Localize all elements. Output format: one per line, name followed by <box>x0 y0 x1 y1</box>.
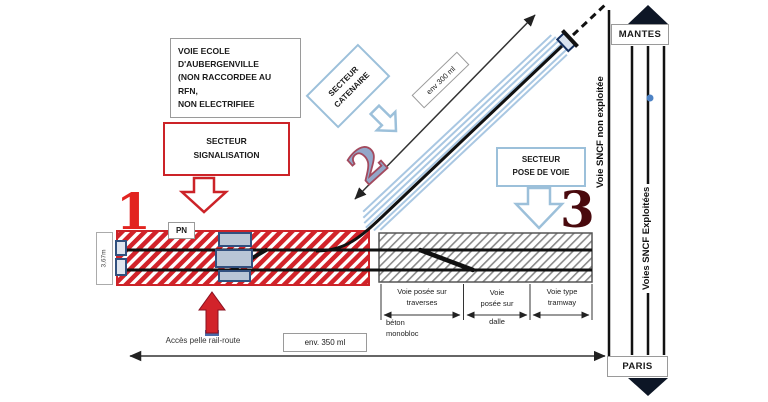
sector-signalisation-label: SECTEUR SIGNALISATION <box>193 136 260 160</box>
sector-signalisation-box: SECTEUR SIGNALISATION <box>163 122 290 176</box>
blue-marker-dot <box>646 94 654 102</box>
destination-paris-box: PARIS <box>607 356 668 377</box>
track-type-spans <box>380 284 593 320</box>
track-type-2-label-below: dalle <box>489 317 505 326</box>
zone-numeral-3: 3 <box>560 180 595 239</box>
diagonal-rail <box>315 44 564 253</box>
title-box: VOIE ECOLE D'AUBERGENVILLE (NON RACCORDE… <box>170 38 301 118</box>
direction-triangle-down <box>628 378 668 396</box>
track-type-1-label-below: béton monobloc <box>386 318 419 338</box>
gauge-label-box: 3,67m <box>96 232 113 285</box>
track-type-2-label: Voie posée sur <box>480 288 514 308</box>
sncf-not-operated-label: Voie SNCF non exploitée <box>595 76 606 188</box>
access-label: Accès pelle rail-route <box>165 336 241 345</box>
access-arrow <box>198 291 226 336</box>
sncf-operated-label: Voies SNCF Exploitées <box>640 183 653 293</box>
track-type-3-label: Voie type tramway <box>546 287 578 307</box>
signalisation-arrow <box>178 176 230 214</box>
pose-de-voie-arrow <box>513 186 565 230</box>
measure-arrow-diagonal <box>354 14 536 200</box>
direction-triangle-up <box>628 5 668 24</box>
sector-pose-de-voie-box: SECTEUR POSE DE VOIE <box>496 147 586 187</box>
bottom-measure-label: env. 350 ml <box>283 333 367 352</box>
pn-equipment <box>215 232 253 282</box>
pn-label-box: PN <box>168 222 195 239</box>
buffer-stop-diagonal <box>555 29 579 53</box>
track-type-1-label: Voie posée sur traverses <box>397 287 447 307</box>
sector-pose-de-voie-label: SECTEUR POSE DE VOIE <box>512 155 570 177</box>
destination-mantes-box: MANTES <box>611 24 669 45</box>
title-text: VOIE ECOLE D'AUBERGENVILLE (NON RACCORDE… <box>178 46 272 109</box>
main-rails <box>127 44 592 273</box>
gauge-label: 3,67m <box>101 249 109 268</box>
zone-numeral-1: 1 <box>116 182 151 241</box>
catenaire-arrow <box>368 103 398 133</box>
sncf-lines <box>607 10 666 377</box>
buffer-stops-left <box>115 240 127 276</box>
dashed-link-line <box>571 2 608 37</box>
zone-pose-de-voie-hatch <box>378 232 593 283</box>
turnout-right <box>417 247 476 273</box>
